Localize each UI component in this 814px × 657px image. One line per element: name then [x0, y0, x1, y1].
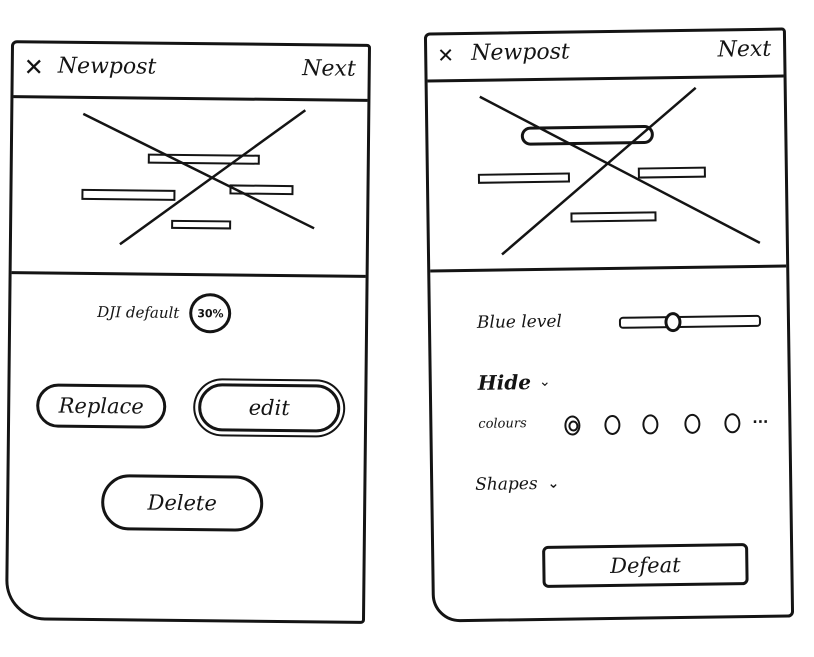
- blur-level-label: Blue level: [476, 311, 563, 333]
- image-preview: [11, 95, 368, 278]
- placeholder-element-selected: [520, 124, 654, 146]
- next-button[interactable]: Next: [717, 36, 772, 63]
- close-icon[interactable]: ✕: [437, 43, 455, 68]
- edit-button[interactable]: edit: [197, 383, 341, 433]
- image-placeholder-icon: [477, 86, 761, 256]
- placeholder-element: [229, 184, 294, 196]
- colour-swatch[interactable]: [684, 413, 701, 434]
- placeholder-element: [570, 211, 657, 223]
- colour-swatch[interactable]: [724, 413, 741, 434]
- shapes-label[interactable]: Shapes: [475, 474, 538, 495]
- chevron-down-icon[interactable]: ⌄: [547, 475, 560, 492]
- colour-swatch[interactable]: [642, 414, 659, 435]
- blur-level-slider[interactable]: [618, 311, 762, 333]
- screen-new-post-main: ✕ Newpost Next DJI default 30% Replace e…: [4, 40, 372, 624]
- more-colours-icon[interactable]: ...: [752, 410, 769, 428]
- placeholder-element: [477, 172, 571, 184]
- chevron-down-icon[interactable]: ⌄: [538, 373, 551, 390]
- placeholder-element: [171, 219, 232, 230]
- colours-row: colours ...: [478, 409, 788, 443]
- filter-strength-badge[interactable]: 30%: [189, 293, 232, 334]
- placeholder-element: [81, 188, 176, 201]
- header-title: Newpost: [471, 39, 570, 66]
- blur-level-row: Blue level: [477, 309, 777, 343]
- default-button[interactable]: Defeat: [542, 543, 749, 588]
- replace-button[interactable]: Replace: [35, 383, 167, 429]
- header-title: Newpost: [57, 53, 157, 80]
- slider-thumb[interactable]: [664, 311, 683, 333]
- shapes-row: Shapes ⌄: [475, 474, 559, 495]
- placeholder-element: [637, 166, 706, 179]
- image-preview: [427, 74, 787, 273]
- image-placeholder-icon: [81, 109, 315, 246]
- colours-label: colours: [478, 416, 527, 432]
- filter-label: DJI default: [97, 303, 180, 322]
- placeholder-element: [147, 153, 260, 165]
- next-button[interactable]: Next: [302, 56, 356, 82]
- close-icon[interactable]: ✕: [23, 53, 45, 82]
- colour-swatch[interactable]: [604, 414, 621, 436]
- filter-row: DJI default 30%: [97, 292, 232, 334]
- colour-swatch[interactable]: [564, 415, 581, 436]
- delete-button[interactable]: Delete: [100, 474, 264, 532]
- hide-label[interactable]: Hide: [477, 370, 532, 395]
- header-bar: ✕ Newpost Next: [13, 43, 368, 102]
- screen-new-post-edit: ✕ Newpost Next Blue level Hide ⌄ colours…: [423, 27, 795, 623]
- hide-row: Hide ⌄: [478, 370, 551, 395]
